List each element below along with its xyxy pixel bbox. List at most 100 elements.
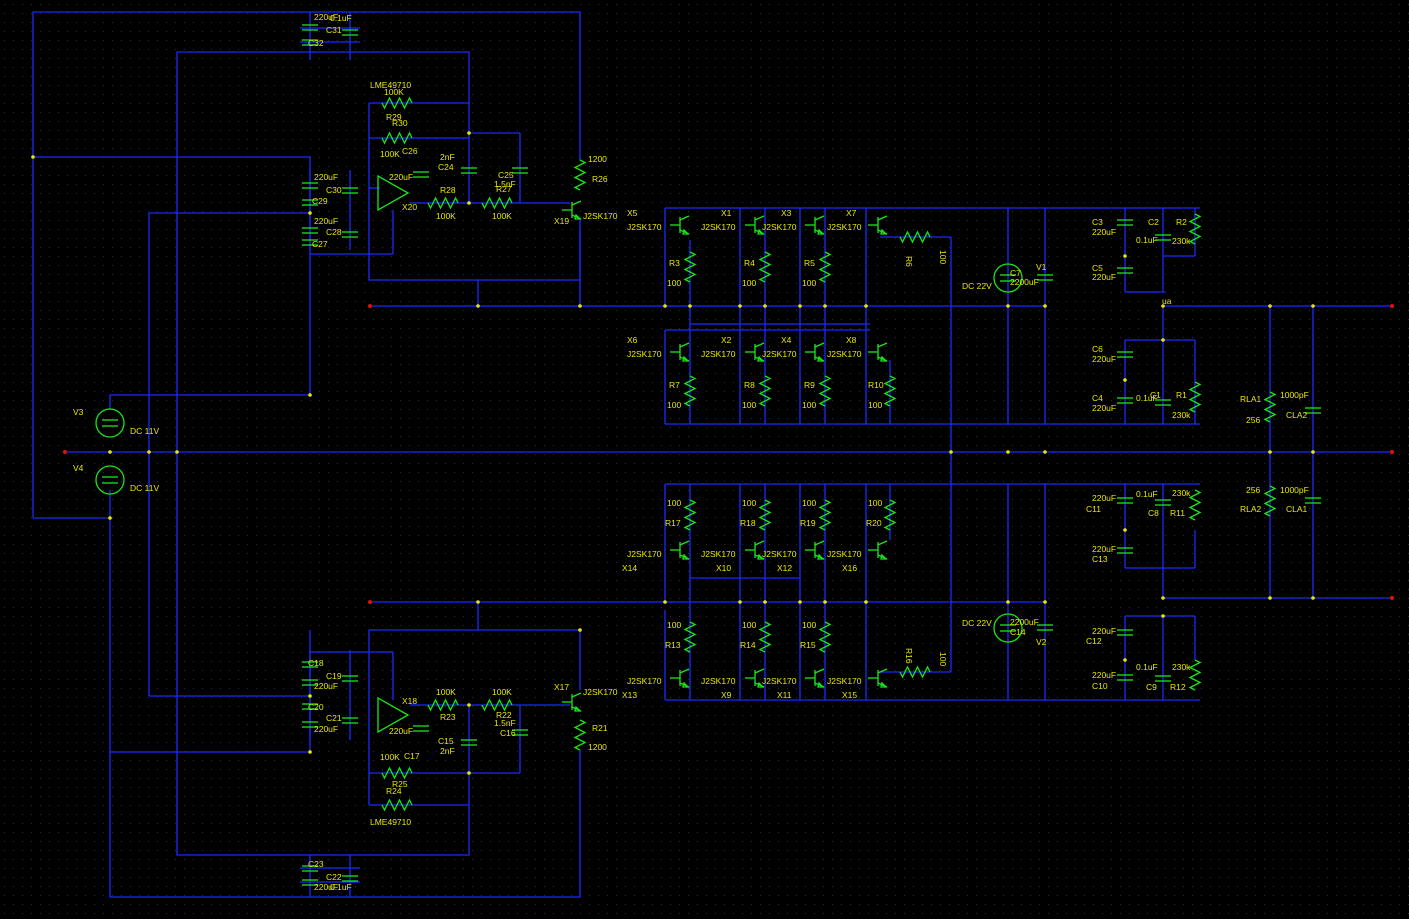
resistor-v-15[interactable] xyxy=(573,719,587,751)
jfet-2[interactable] xyxy=(805,215,825,235)
capacitor-4[interactable] xyxy=(342,187,358,194)
resistor-v-5[interactable] xyxy=(818,375,832,407)
capacitor-21[interactable] xyxy=(1117,547,1133,554)
jfet-17[interactable] xyxy=(562,692,582,712)
jfet-12[interactable] xyxy=(670,668,690,688)
capacitor-26[interactable] xyxy=(1305,497,1321,504)
resistor-h-4[interactable] xyxy=(899,230,931,244)
capacitor-22[interactable] xyxy=(1117,629,1133,636)
jfet-3[interactable] xyxy=(868,215,888,235)
svg-text:220uF: 220uF xyxy=(1092,227,1116,237)
capacitor-28[interactable] xyxy=(302,661,318,668)
capacitor-27[interactable] xyxy=(1037,624,1053,631)
resistor-h-6[interactable] xyxy=(427,698,459,712)
capacitor-37[interactable] xyxy=(302,865,318,872)
capacitor-15[interactable] xyxy=(1117,267,1133,274)
jfet-8[interactable] xyxy=(670,540,690,560)
jfet-1[interactable] xyxy=(745,215,765,235)
resistor-v-8[interactable] xyxy=(758,499,772,531)
capacitor-7[interactable] xyxy=(342,231,358,238)
resistor-v-13[interactable] xyxy=(818,621,832,653)
resistor-v-18[interactable] xyxy=(1188,489,1202,521)
opamp-x18[interactable] xyxy=(377,696,410,734)
resistor-v-0[interactable] xyxy=(683,251,697,283)
resistor-h-9[interactable] xyxy=(381,798,413,812)
capacitor-39[interactable] xyxy=(302,879,318,886)
resistor-h-2[interactable] xyxy=(427,196,459,210)
capacitor-0[interactable] xyxy=(302,24,318,31)
resistor-v-11[interactable] xyxy=(683,621,697,653)
capacitor-13[interactable] xyxy=(1117,219,1133,226)
capacitor-29[interactable] xyxy=(342,675,358,682)
resistor-v-12[interactable] xyxy=(758,621,772,653)
capacitor-16[interactable] xyxy=(1117,351,1133,358)
resistor-v-17[interactable] xyxy=(1188,381,1202,413)
jfet-15[interactable] xyxy=(868,668,888,688)
jfet-7[interactable] xyxy=(868,342,888,362)
resistor-v-9[interactable] xyxy=(818,499,832,531)
capacitor-17[interactable] xyxy=(1117,397,1133,404)
resistor-h-0[interactable] xyxy=(381,96,413,110)
jfet-5[interactable] xyxy=(745,342,765,362)
capacitor-12[interactable] xyxy=(1037,274,1053,281)
resistor-h-1[interactable] xyxy=(381,131,413,145)
resistor-v-7[interactable] xyxy=(683,499,697,531)
capacitor-1[interactable] xyxy=(302,39,318,46)
capacitor-31[interactable] xyxy=(302,703,318,710)
capacitor-23[interactable] xyxy=(1117,674,1133,681)
jfet-11[interactable] xyxy=(868,540,888,560)
resistor-v-3[interactable] xyxy=(683,375,697,407)
capacitor-32[interactable] xyxy=(342,717,358,724)
resistor-v-14[interactable] xyxy=(573,159,587,191)
capacitor-25[interactable] xyxy=(1305,407,1321,414)
resistor-h-8[interactable] xyxy=(381,766,413,780)
capacitor-38[interactable] xyxy=(342,875,358,882)
resistor-v-19[interactable] xyxy=(1188,659,1202,691)
resistor-v-2[interactable] xyxy=(818,251,832,283)
capacitor-18[interactable] xyxy=(1155,399,1171,406)
capacitor-9[interactable] xyxy=(413,171,429,178)
capacitor-19[interactable] xyxy=(1117,497,1133,504)
resistor-h-7[interactable] xyxy=(481,698,513,712)
jfet-9[interactable] xyxy=(745,540,765,560)
source-v4[interactable] xyxy=(95,465,125,495)
capacitor-30[interactable] xyxy=(302,679,318,686)
capacitor-3[interactable] xyxy=(302,182,318,189)
resistor-h-3[interactable] xyxy=(481,196,513,210)
jfet-4[interactable] xyxy=(670,342,690,362)
resistor-h-5[interactable] xyxy=(899,665,931,679)
capacitor-5[interactable] xyxy=(302,199,318,206)
svg-text:100: 100 xyxy=(802,498,816,508)
capacitor-33[interactable] xyxy=(302,721,318,728)
jfet-0[interactable] xyxy=(670,215,690,235)
capacitor-14[interactable] xyxy=(1155,234,1171,241)
jfet-6[interactable] xyxy=(805,342,825,362)
resistor-v-6[interactable] xyxy=(883,375,897,407)
source-v1[interactable] xyxy=(993,263,1023,293)
resistor-v-10[interactable] xyxy=(883,499,897,531)
capacitor-24[interactable] xyxy=(1155,675,1171,682)
source-v3[interactable] xyxy=(95,408,125,438)
capacitor-8[interactable] xyxy=(302,239,318,246)
resistor-v-21[interactable] xyxy=(1263,485,1277,517)
resistor-v-20[interactable] xyxy=(1263,391,1277,423)
resistor-v-4[interactable] xyxy=(758,375,772,407)
jfet-14[interactable] xyxy=(805,668,825,688)
capacitor-35[interactable] xyxy=(461,739,477,746)
opamp-x20[interactable] xyxy=(377,174,410,212)
source-v2[interactable] xyxy=(993,613,1023,643)
capacitor-36[interactable] xyxy=(512,729,528,736)
resistor-v-16[interactable] xyxy=(1188,213,1202,245)
jfet-13[interactable] xyxy=(745,668,765,688)
jfet-10[interactable] xyxy=(805,540,825,560)
jfet-16[interactable] xyxy=(562,200,582,220)
capacitor-11[interactable] xyxy=(512,167,528,174)
capacitor-10[interactable] xyxy=(461,167,477,174)
capacitor-6[interactable] xyxy=(302,227,318,234)
resistor-v-1[interactable] xyxy=(758,251,772,283)
capacitor-2[interactable] xyxy=(342,29,358,36)
capacitor-34[interactable] xyxy=(413,725,429,732)
capacitor-20[interactable] xyxy=(1155,499,1171,506)
